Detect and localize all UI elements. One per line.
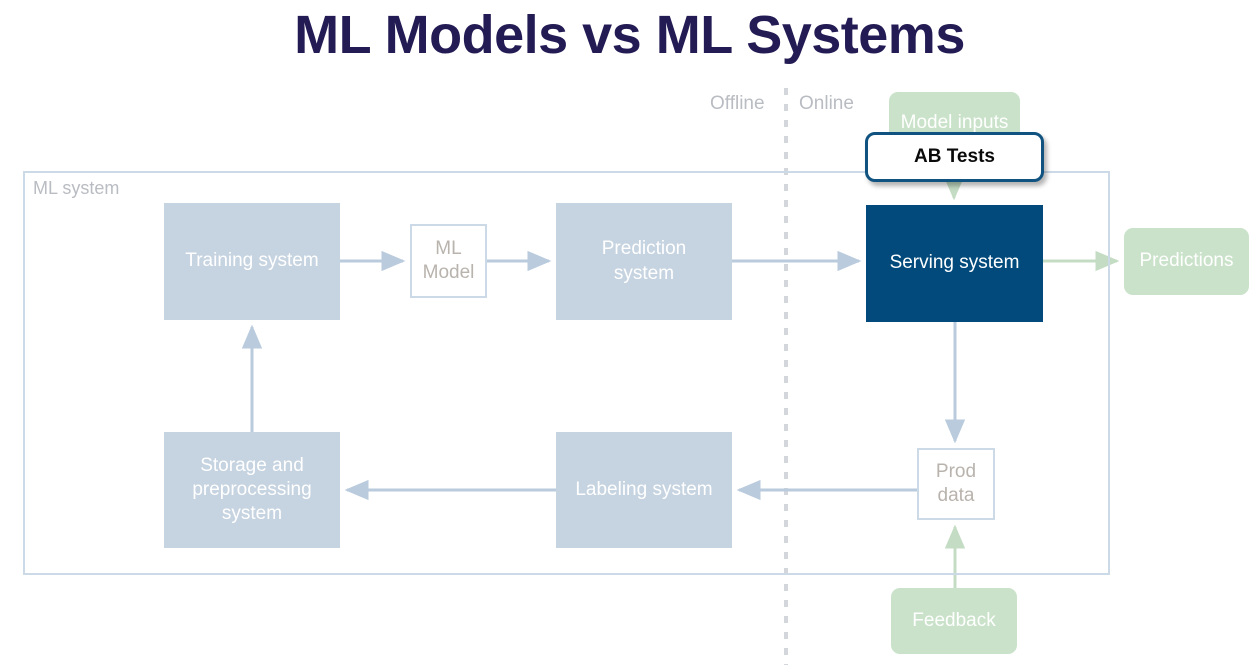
node-labeling-system-label: Labeling system <box>575 478 713 500</box>
node-storage-preprocessing-system-label: Storage and preprocessing system <box>192 454 311 527</box>
node-ml-model-label: ML Model <box>423 237 475 286</box>
node-ml-model[interactable]: ML Model <box>410 224 487 298</box>
phase-label-online: Online <box>799 93 854 114</box>
node-prediction-system-label-line1: Prediction <box>601 238 687 260</box>
node-prod-data-label-line1: Prod <box>935 460 977 482</box>
node-prod-data-label-line2: data <box>937 485 975 506</box>
node-serving-system-label: Serving system <box>889 252 1020 274</box>
node-storage-label-line3: system <box>221 503 283 525</box>
node-predictions[interactable]: Predictions <box>1124 228 1249 295</box>
node-prod-data[interactable]: Prod data <box>917 448 995 520</box>
node-predictions-label: Predictions <box>1139 250 1234 272</box>
node-training-system-label: Training system <box>185 250 319 272</box>
node-storage-label-line1: Storage and <box>200 454 304 476</box>
callout-ab-tests[interactable]: AB Tests <box>865 132 1044 182</box>
node-ml-model-label-line1: ML <box>435 237 462 259</box>
node-prediction-system-label-line2: system <box>613 262 675 284</box>
ml-system-container <box>23 171 1110 575</box>
node-labeling-system[interactable]: Labeling system <box>556 432 732 548</box>
node-feedback[interactable]: Feedback <box>891 588 1017 654</box>
node-feedback-label: Feedback <box>912 609 996 631</box>
ml-system-label: ML system <box>33 178 120 198</box>
phase-label-offline: Offline <box>710 93 765 114</box>
node-prediction-system[interactable]: Prediction system <box>556 203 732 320</box>
node-storage-preprocessing-system[interactable]: Storage and preprocessing system <box>164 432 340 548</box>
node-serving-system[interactable]: Serving system <box>866 205 1043 322</box>
node-storage-label-line2: preprocessing <box>192 478 312 500</box>
node-ml-model-label-line2: Model <box>422 262 475 283</box>
node-prod-data-label: Prod data <box>936 460 976 509</box>
node-prediction-system-label: Prediction system <box>602 237 687 286</box>
node-training-system[interactable]: Training system <box>164 203 340 320</box>
callout-ab-tests-label: AB Tests <box>914 146 995 167</box>
node-model-inputs-label: Model inputs <box>900 111 1009 133</box>
page-title: ML Models vs ML Systems <box>294 5 965 65</box>
